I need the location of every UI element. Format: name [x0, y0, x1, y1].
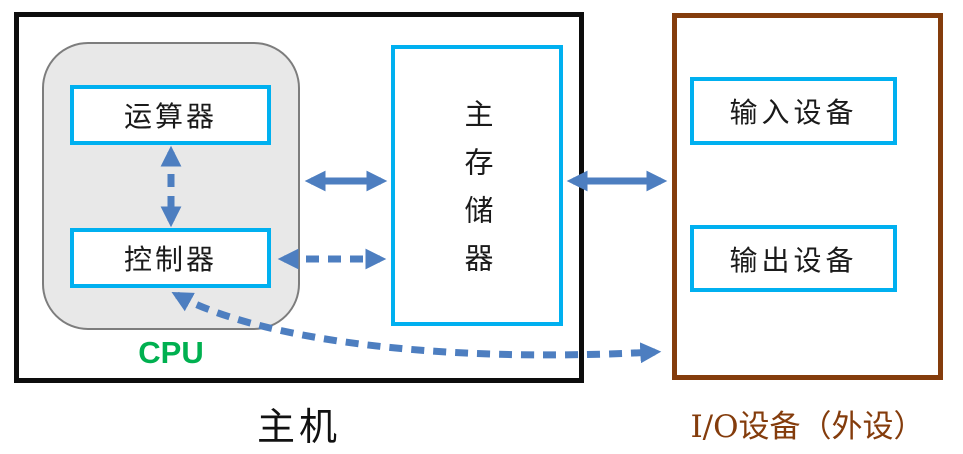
- input-device-box: 输入设备: [690, 77, 897, 145]
- alu-label: 运算器: [123, 100, 217, 133]
- host-box: [14, 12, 584, 383]
- main-memory-box: 主存储器: [391, 45, 563, 326]
- controller-box: 控制器: [70, 228, 271, 288]
- output-device-box: 输出设备: [690, 225, 897, 292]
- io-caption: I/O设备（外设）: [690, 408, 925, 445]
- output-device-label: 输出设备: [729, 243, 858, 277]
- input-device-label: 输入设备: [729, 96, 858, 129]
- controller-label: 控制器: [123, 243, 217, 276]
- main-memory-label: 主存储器: [460, 99, 494, 291]
- alu-box: 运算器: [70, 85, 271, 145]
- cpu-label: CPU: [138, 335, 204, 370]
- io-devices-box: [672, 13, 943, 380]
- host-caption: 主机: [256, 404, 341, 449]
